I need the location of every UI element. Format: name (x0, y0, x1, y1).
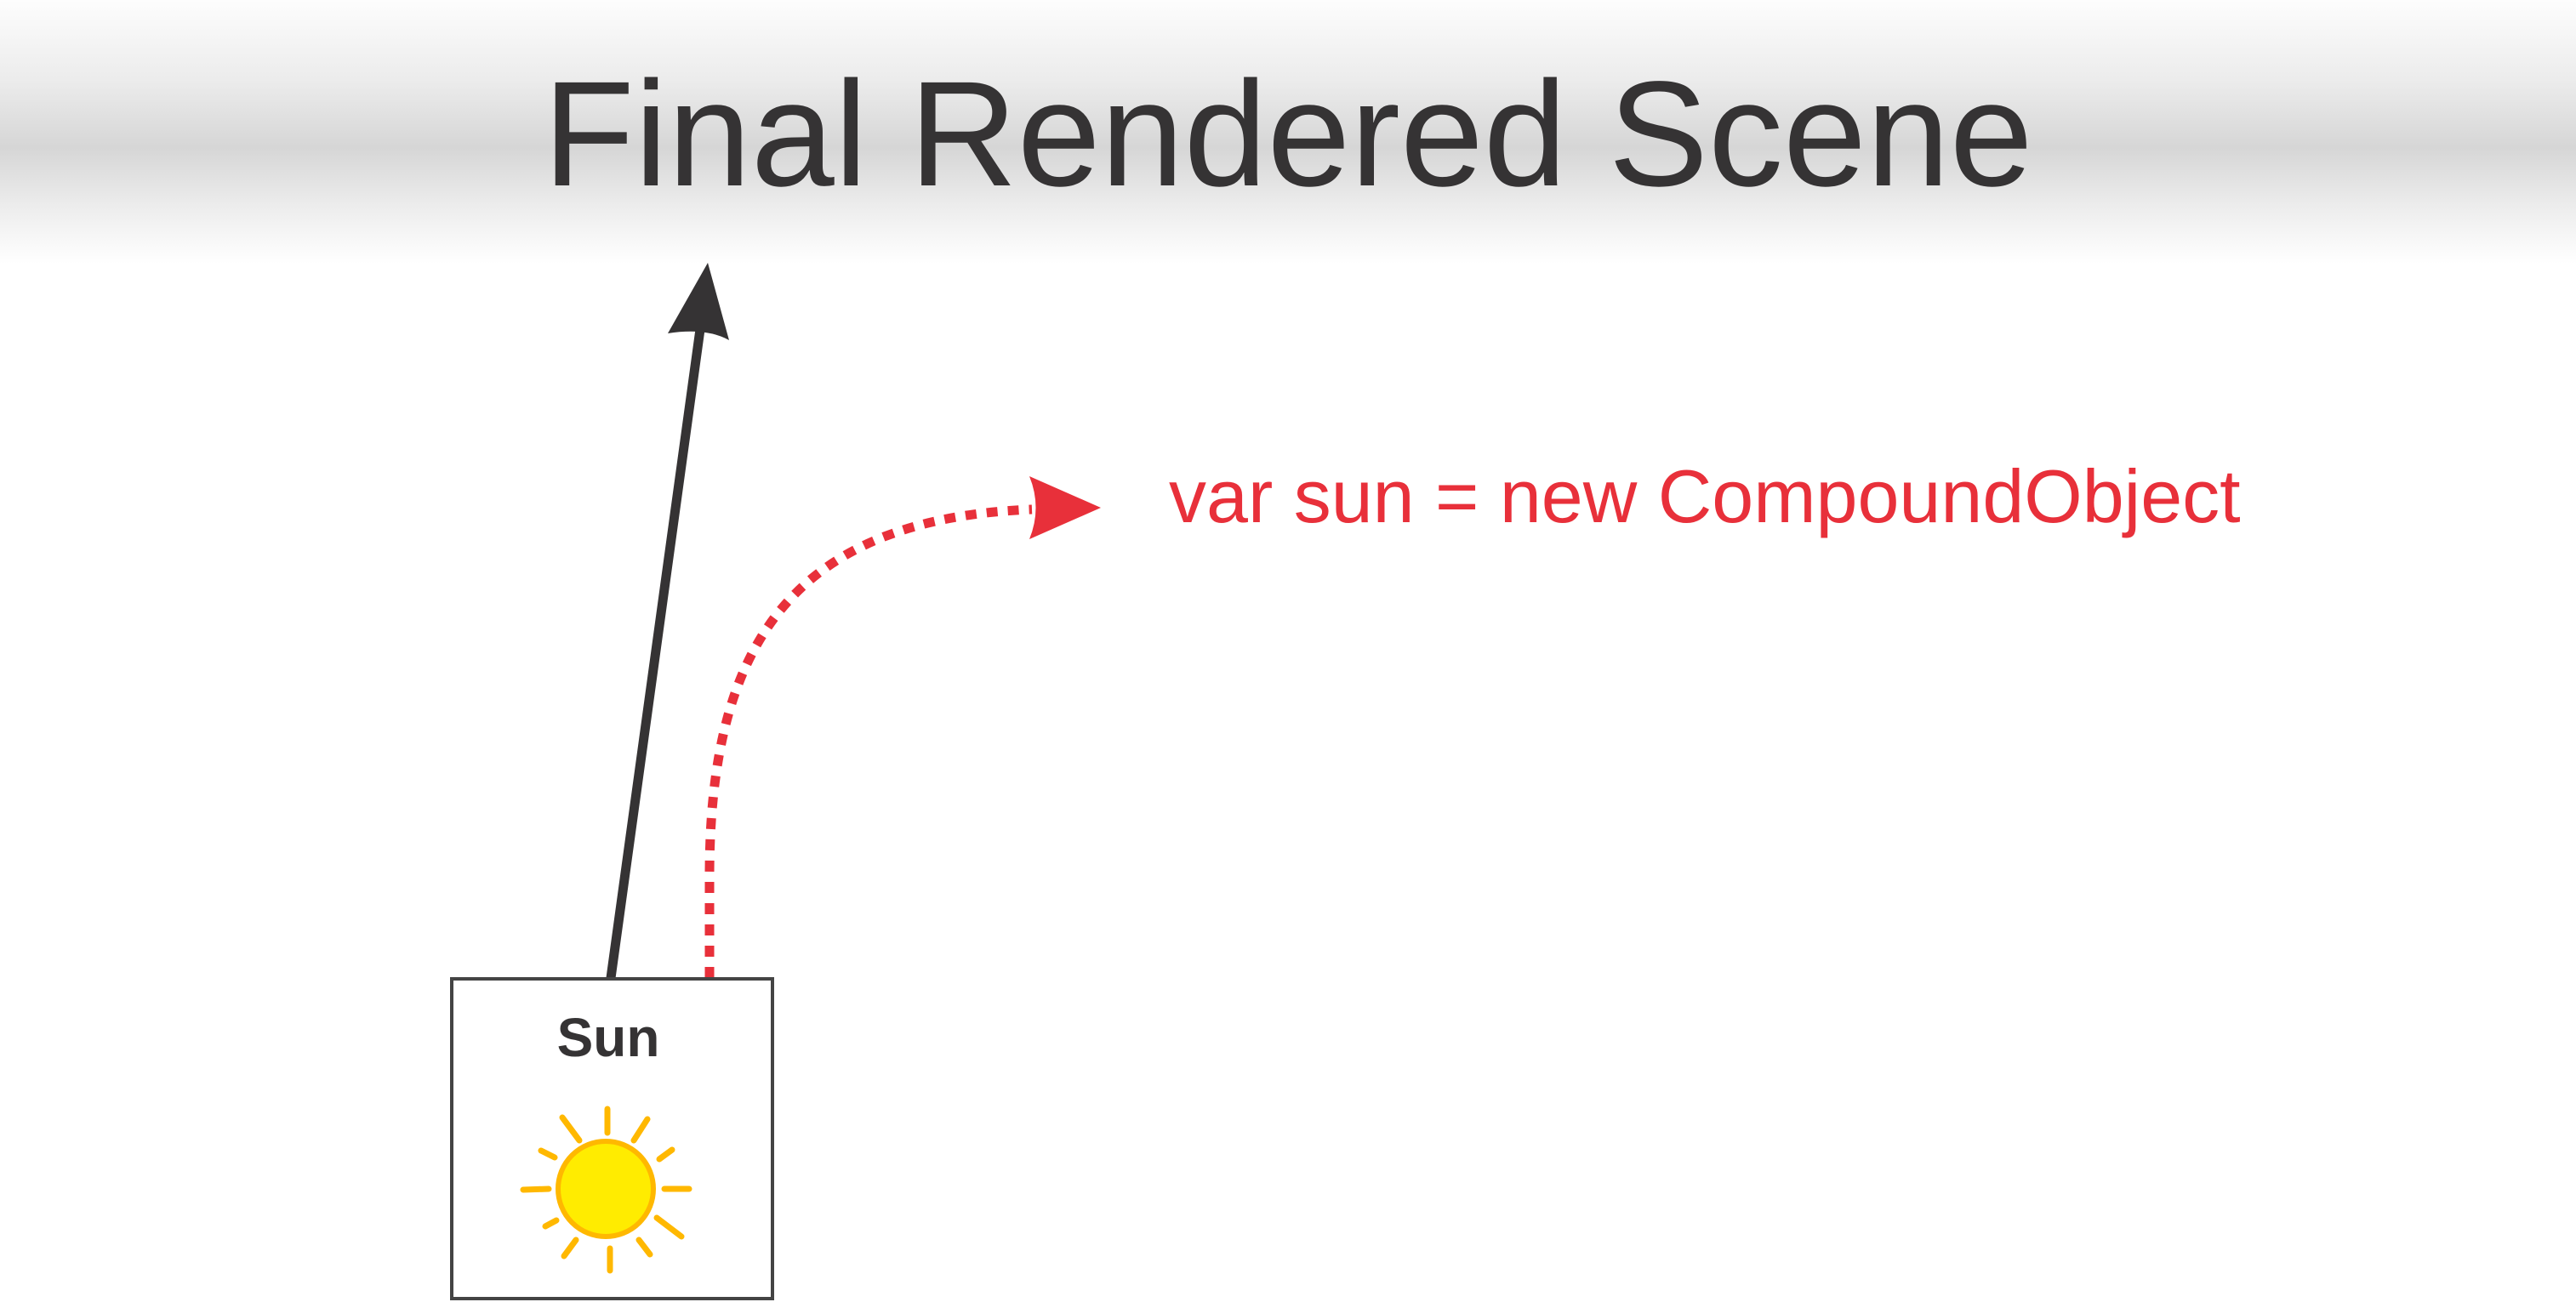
instantiate-arrow (704, 476, 1101, 978)
header-band (0, 0, 2576, 264)
page-title: Final Rendered Scene (543, 51, 2032, 218)
render-arrow (606, 263, 729, 979)
sun-icon (520, 1106, 692, 1274)
sun-node-label: Sun (557, 1007, 660, 1068)
code-annotation: var sun = new CompoundObject (1169, 454, 2241, 538)
sun-node[interactable]: Sun (450, 977, 774, 1300)
